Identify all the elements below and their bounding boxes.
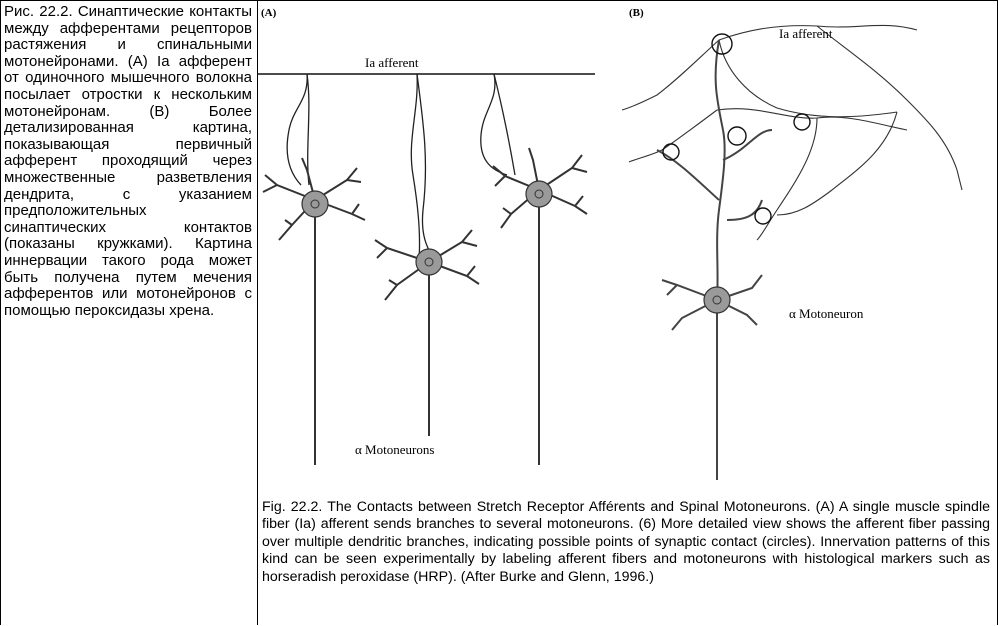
panel-b-motoneuron — [657, 40, 772, 480]
panel-b-label: (B) — [629, 7, 644, 19]
motoneuron-3 — [493, 148, 587, 465]
panel-a-neuron-label: α Motoneurons — [355, 442, 434, 457]
panel-b-afferent-fibers — [622, 25, 962, 240]
panel-a-afferent-label: Ia afferent — [365, 55, 419, 70]
panel-a-label: (A) — [261, 7, 277, 19]
figure-illustration: (A) Ia afferent — [257, 0, 996, 498]
panel-b-neuron-label: α Motoneuron — [789, 306, 864, 321]
synaptic-contact-circles — [663, 34, 810, 224]
figure-caption: Fig. 22.2. The Contacts between Stretch … — [262, 499, 990, 586]
panel-a-afferent-branches — [287, 74, 515, 260]
motoneuron-2 — [375, 230, 479, 436]
motoneuron-1 — [263, 158, 365, 465]
figure-22-2: (A) Ia afferent — [257, 0, 996, 498]
panel-b-afferent-label: Ia afferent — [779, 26, 833, 41]
russian-caption: Рис. 22.2. Синаптические контакты между … — [4, 4, 252, 319]
